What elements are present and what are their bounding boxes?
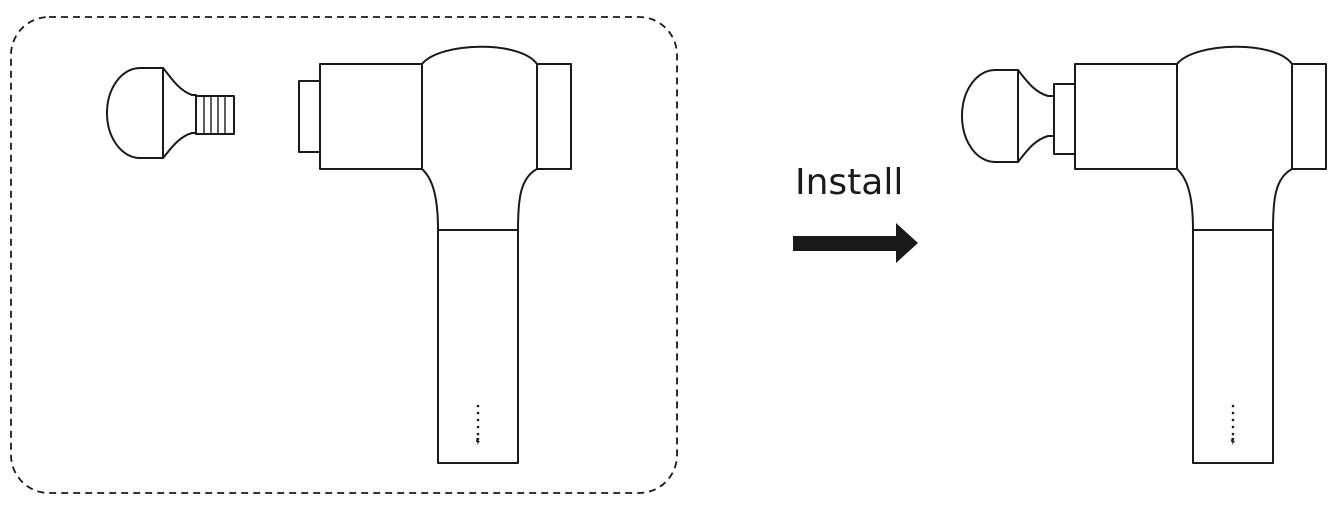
massage-gun-icon [298,45,572,464]
massage-gun-assembled-icon [961,45,1327,464]
massage-head-icon [106,67,235,159]
before-group-frame [10,16,678,494]
battery-indicator [476,404,480,445]
battery-indicator [1231,404,1235,445]
right-arrow-icon [793,223,918,263]
step-label: Install [795,162,903,203]
